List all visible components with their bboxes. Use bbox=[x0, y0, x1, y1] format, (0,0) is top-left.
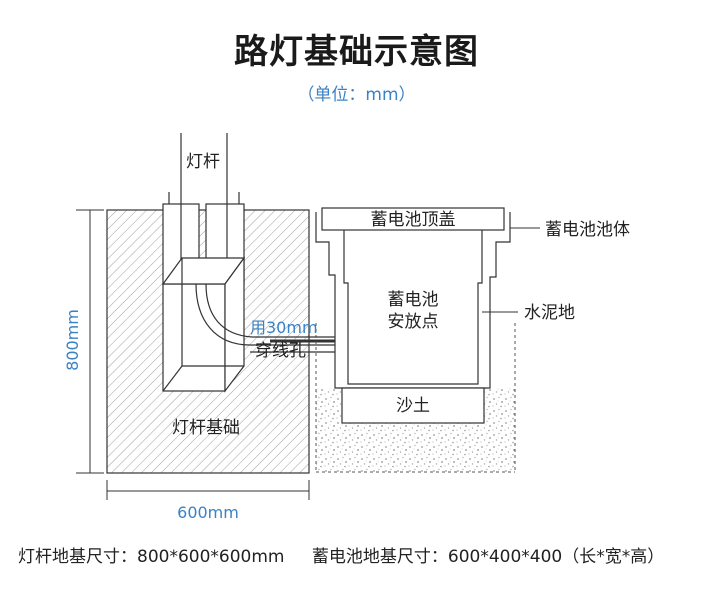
spec-line: 灯杆地基尺寸：800*600*600mm 蓄电池地基尺寸：600*400*400… bbox=[18, 542, 708, 567]
battery-pit-inner bbox=[343, 226, 483, 385]
width-dimension-label: 600mm bbox=[177, 503, 239, 522]
height-dimension bbox=[76, 209, 104, 474]
conduit-curve-outer bbox=[205, 283, 362, 338]
sand-base bbox=[341, 387, 485, 424]
cement-label: 水泥地 bbox=[524, 303, 575, 323]
conduit-label-1: 用30mm bbox=[250, 318, 318, 337]
battery-lid-label: 蓄电池顶盖 bbox=[371, 210, 456, 230]
conduit-label-2: 穿线孔 bbox=[255, 341, 306, 361]
width-dimension bbox=[106, 480, 310, 500]
sand-label: 沙土 bbox=[396, 396, 430, 416]
battery-place-label-1: 蓄电池 bbox=[388, 290, 439, 310]
conduit-curve bbox=[195, 283, 362, 346]
battery-foundation-spec: 蓄电池地基尺寸：600*400*400（长*宽*高） bbox=[311, 547, 665, 567]
anchor-cage bbox=[161, 256, 246, 393]
lamp-foundation-spec: 灯杆地基尺寸：800*600*600mm bbox=[18, 547, 285, 567]
unit-note: （单位：mm） bbox=[297, 85, 416, 105]
lamp-pole-label: 灯杆 bbox=[186, 152, 220, 172]
pole-foundation-label: 灯杆基础 bbox=[172, 418, 240, 438]
page-title: 路灯基础示意图 bbox=[234, 32, 479, 72]
battery-body-label: 蓄电池池体 bbox=[545, 220, 630, 240]
height-dimension-label: 800mm bbox=[63, 309, 82, 371]
battery-place-label-2: 安放点 bbox=[388, 312, 439, 332]
battery-lid bbox=[321, 207, 505, 231]
